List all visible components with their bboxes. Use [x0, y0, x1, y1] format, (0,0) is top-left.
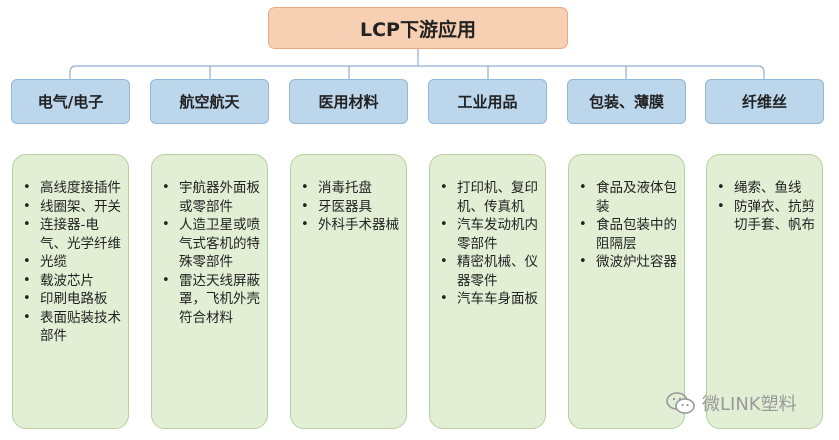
application-item: 外科手术器械	[301, 216, 400, 235]
category-header: 电气/电子	[11, 79, 130, 124]
application-item: 汽车车身面板	[440, 290, 539, 309]
application-card: 高线度接插件 线圈架、开关 连接器-电气、光学纤维 光缆 载波芯片 印刷电路板 …	[12, 154, 129, 429]
application-item: 宇航器外面板或零部件	[162, 179, 261, 216]
application-item: 印刷电路板	[23, 290, 122, 309]
application-card: 绳索、鱼线 防弹衣、抗剪切手套、帆布	[706, 154, 823, 429]
application-list: 宇航器外面板或零部件 人造卫星或喷气式客机的特殊零部件 雷达天线屏蔽罩，飞机外壳…	[162, 179, 261, 327]
category-header: 工业用品	[428, 79, 547, 124]
application-item: 载波芯片	[23, 272, 122, 291]
connector-bar	[69, 65, 765, 79]
application-item: 消毒托盘	[301, 179, 400, 198]
application-item: 光缆	[23, 253, 122, 272]
root-node-title: LCP下游应用	[268, 7, 568, 49]
application-item: 打印机、复印机、传真机	[440, 179, 539, 216]
wechat-icon	[666, 392, 695, 414]
application-item: 食品及液体包装	[579, 179, 678, 216]
application-item: 汽车发动机内零部件	[440, 216, 539, 253]
application-card: 食品及液体包装 食品包装中的阻隔层 微波炉灶容器	[568, 154, 685, 429]
application-list: 绳索、鱼线 防弹衣、抗剪切手套、帆布	[717, 179, 816, 235]
application-item: 连接器-电气、光学纤维	[23, 216, 122, 253]
application-item: 精密机械、仪器零件	[440, 253, 539, 290]
application-item: 雷达天线屏蔽罩，飞机外壳符合材料	[162, 272, 261, 328]
watermark-text: 微LINK塑料	[702, 394, 797, 415]
category-header: 包装、薄膜	[567, 79, 686, 124]
application-item: 防弹衣、抗剪切手套、帆布	[717, 198, 816, 235]
application-item: 人造卫星或喷气式客机的特殊零部件	[162, 216, 261, 272]
application-item: 微波炉灶容器	[579, 253, 678, 272]
watermark: 微LINK塑料	[666, 390, 797, 416]
application-item: 食品包装中的阻隔层	[579, 216, 678, 253]
category-header: 医用材料	[289, 79, 408, 124]
application-item: 线圈架、开关	[23, 198, 122, 217]
application-item: 高线度接插件	[23, 179, 122, 198]
category-header: 纤维丝	[705, 79, 824, 124]
application-card: 打印机、复印机、传真机 汽车发动机内零部件 精密机械、仪器零件 汽车车身面板	[429, 154, 546, 429]
application-list: 打印机、复印机、传真机 汽车发动机内零部件 精密机械、仪器零件 汽车车身面板	[440, 179, 539, 309]
category-header: 航空航天	[150, 79, 269, 124]
application-list: 消毒托盘 牙医器具 外科手术器械	[301, 179, 400, 235]
application-card: 消毒托盘 牙医器具 外科手术器械	[290, 154, 407, 429]
application-list: 食品及液体包装 食品包装中的阻隔层 微波炉灶容器	[579, 179, 678, 272]
application-item: 牙医器具	[301, 198, 400, 217]
application-item: 绳索、鱼线	[717, 179, 816, 198]
application-card: 宇航器外面板或零部件 人造卫星或喷气式客机的特殊零部件 雷达天线屏蔽罩，飞机外壳…	[151, 154, 268, 429]
application-item: 表面贴装技术部件	[23, 309, 122, 346]
application-list: 高线度接插件 线圈架、开关 连接器-电气、光学纤维 光缆 载波芯片 印刷电路板 …	[23, 179, 122, 346]
